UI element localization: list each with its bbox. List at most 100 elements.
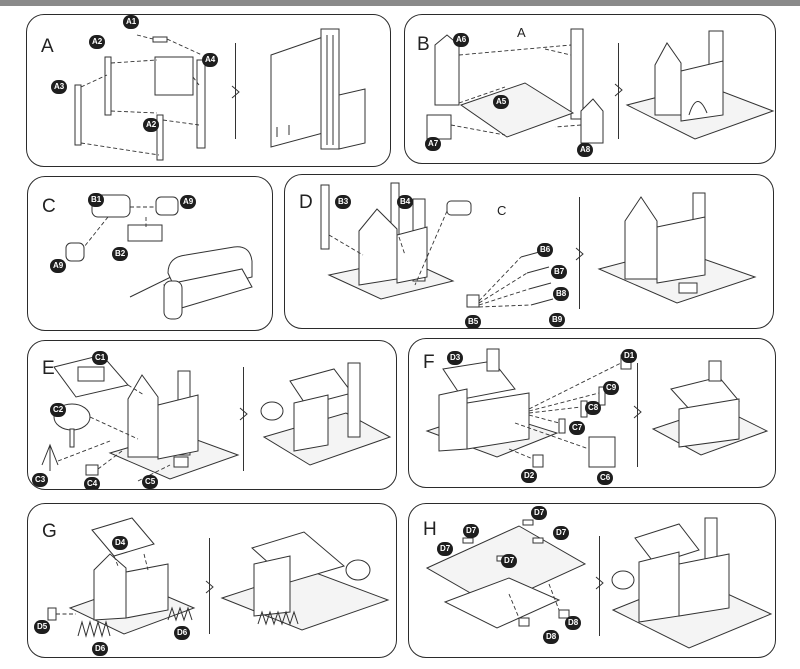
- part-a5-base-drawing: [459, 82, 575, 138]
- part-a-chimney-drawing: [570, 28, 584, 120]
- assembled-chimney: [347, 362, 361, 438]
- part-b6-b9-drawing: [520, 250, 554, 306]
- part-label: D3: [447, 351, 464, 365]
- part-c3-drawing: [41, 443, 59, 471]
- part-a4-drawing: [196, 59, 206, 149]
- step-panel-d: D B3 B4 C B6 B7 B8 B9 B5: [284, 174, 774, 329]
- step-separator: [579, 197, 581, 309]
- step-separator: [235, 43, 237, 139]
- chevron-right-icon: [595, 576, 604, 590]
- part-a2-top-drawing: [104, 56, 112, 116]
- part-label: C5: [142, 475, 159, 489]
- part-label: A3: [51, 80, 68, 94]
- peg-drawing: [522, 519, 534, 526]
- step-a-guides: [80, 34, 203, 156]
- assembled-sofa-arm: [163, 280, 183, 320]
- chevron-right-icon: [239, 407, 248, 421]
- part-label: A9: [180, 195, 197, 209]
- assembled-wall: [253, 555, 291, 617]
- house-wall: [396, 226, 428, 284]
- roof-window: [77, 366, 105, 382]
- house-gable: [127, 374, 159, 458]
- part-a9-right-drawing: [155, 196, 179, 216]
- house-stairs: [173, 456, 189, 468]
- step-letter: D: [299, 192, 313, 213]
- part-label: B3: [335, 195, 352, 209]
- assembled-chimney: [320, 28, 340, 150]
- house-wall: [438, 388, 468, 452]
- part-label: C7: [569, 421, 586, 435]
- part-d6-fence-drawing: [77, 606, 193, 638]
- house-underside: [443, 577, 561, 629]
- part-label: D7: [531, 506, 548, 520]
- part-a7-drawing: [426, 114, 452, 140]
- assembled-wall: [680, 60, 724, 122]
- step-panel-f: F D3 D1 C9 C8 C7 C6 D2: [408, 338, 776, 488]
- part-label: A2: [143, 118, 160, 132]
- top-bar: [0, 0, 800, 6]
- assembled-chimney: [708, 360, 722, 382]
- tree-trunk: [69, 428, 75, 448]
- part-label: D7: [501, 554, 518, 568]
- step-g-drawing: [47, 517, 390, 638]
- part-label: D6: [174, 626, 191, 640]
- part-label: A7: [425, 137, 442, 151]
- assembled-sofa: [678, 282, 698, 294]
- part-label: C2: [50, 403, 67, 417]
- part-label: D5: [34, 620, 51, 634]
- part-label: D8: [543, 630, 560, 644]
- part-label: B2: [112, 247, 129, 261]
- part-a2-bottom-drawing: [156, 114, 164, 161]
- part-d8-left-drawing: [518, 617, 530, 627]
- part-label: A5: [493, 95, 510, 109]
- step-a-drawing: [74, 28, 366, 161]
- assembled-roof: [634, 523, 700, 565]
- step-letter: F: [423, 352, 435, 373]
- assembled-arch: [688, 101, 708, 116]
- part-label: A9: [50, 259, 67, 273]
- step-letter: E: [42, 358, 55, 379]
- step-c-drawing: [65, 194, 253, 320]
- house-wall: [157, 394, 199, 460]
- step-b-guides: [450, 44, 582, 136]
- assembled-wall: [638, 551, 680, 623]
- step-separator: [209, 538, 211, 634]
- part-label: C9: [603, 381, 620, 395]
- step-separator: [243, 367, 245, 471]
- part-label: A1: [123, 15, 140, 29]
- part-label: D2: [521, 469, 538, 483]
- assembled-wall: [678, 398, 740, 448]
- house-chimney: [486, 348, 500, 372]
- step-letter: A: [41, 36, 54, 57]
- step-d-drawing: [320, 182, 757, 308]
- part-label: D6: [92, 642, 109, 656]
- peg-drawing: [532, 537, 544, 544]
- house-wall: [125, 563, 169, 619]
- part-label: D7: [437, 542, 454, 556]
- part-b5-drawing: [466, 294, 480, 308]
- part-label: B7: [551, 265, 568, 279]
- part-d5-drawing: [47, 607, 57, 621]
- part-letter-label: C: [497, 203, 507, 218]
- peg-drawing: [462, 537, 474, 544]
- part-label: B9: [549, 313, 566, 327]
- part-label: D1: [621, 349, 638, 363]
- assembled-tree: [611, 570, 635, 590]
- part-a1-drawing: [152, 36, 168, 43]
- chevron-right-icon: [231, 85, 240, 99]
- step-e-drawing: [41, 354, 392, 482]
- part-label: D8: [565, 616, 582, 630]
- part-label: D7: [463, 524, 480, 538]
- step-panel-h: H D7 D7 D7 D7 D7 D8 D8: [408, 503, 776, 658]
- assembled-tree: [260, 401, 284, 421]
- step-letter: G: [42, 521, 57, 542]
- part-a6-drawing: [434, 34, 460, 106]
- chevron-right-icon: [205, 580, 214, 594]
- house-gable: [93, 553, 127, 621]
- house-front: [466, 392, 530, 450]
- part-label: B1: [88, 193, 105, 207]
- step-d-guides: [328, 210, 532, 308]
- part-c4-drawing: [85, 464, 99, 476]
- assembled-gable: [624, 196, 658, 280]
- part-label: C3: [32, 473, 49, 487]
